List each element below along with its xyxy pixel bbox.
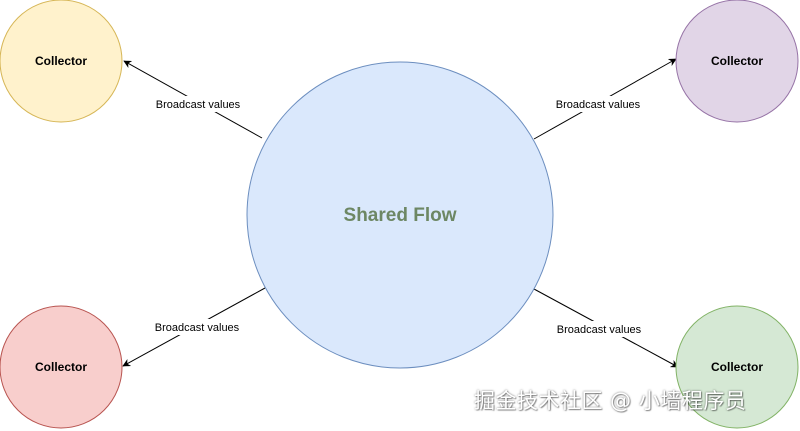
collector-label: Collector <box>35 54 87 68</box>
collector-label: Collector <box>711 54 763 68</box>
collector-node-bottom-right: Collector <box>675 305 799 429</box>
center-node-circle <box>246 61 554 369</box>
edge-label-bottom-right: Broadcast values <box>557 324 642 336</box>
collector-node-bottom-left: Collector <box>0 305 123 429</box>
edge-label-top-left: Broadcast values <box>156 99 241 111</box>
edge-label-bottom-left: Broadcast values <box>155 322 240 334</box>
collector-node-top-right: Collector <box>675 0 799 123</box>
collector-circle <box>675 0 799 123</box>
collector-label: Collector <box>35 360 87 374</box>
collector-label: Collector <box>711 360 763 374</box>
watermark-text: 掘金技术社区 @ 小墙程序员 <box>474 389 747 413</box>
edge-top-right: Broadcast values <box>533 58 677 140</box>
edge-bottom-right: Broadcast values <box>533 288 679 368</box>
collector-node-top-left: Collector <box>0 0 123 123</box>
center-node-label: Shared Flow <box>344 205 457 226</box>
edge-label-top-right: Broadcast values <box>556 99 641 111</box>
collector-circle <box>0 305 123 429</box>
collector-circle <box>0 0 123 123</box>
center-node: Shared Flow <box>246 61 554 369</box>
collector-circle <box>675 305 799 429</box>
edge-top-left: Broadcast values <box>123 60 263 139</box>
edge-bottom-left: Broadcast values <box>122 287 266 367</box>
